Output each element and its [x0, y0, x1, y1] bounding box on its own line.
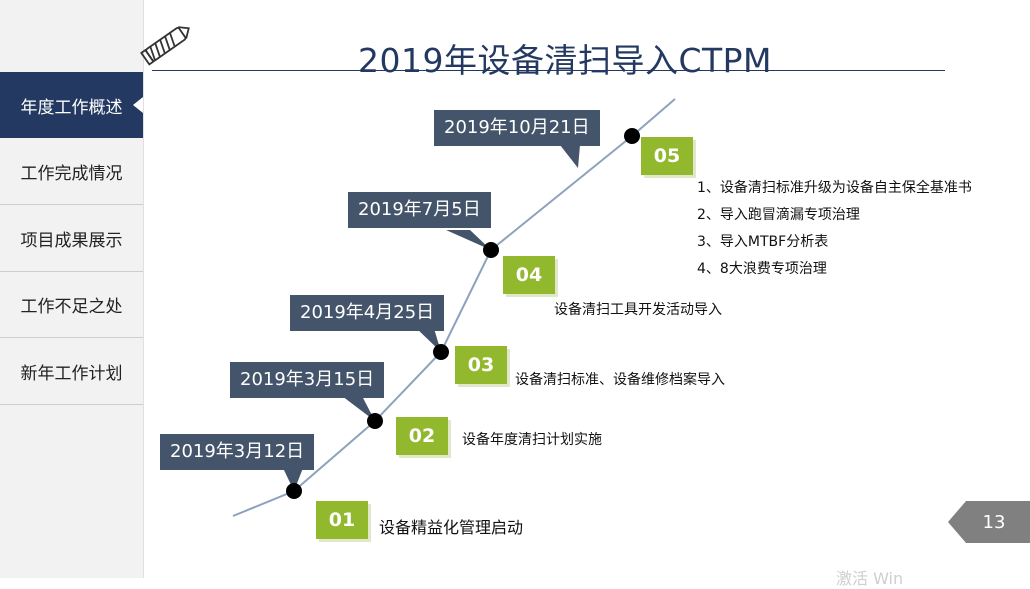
- milestone-desc-3: 设备清扫标准、设备维修档案导入: [515, 372, 725, 388]
- desc-list-item: 2、导入跑冒滴漏专项治理: [697, 207, 860, 223]
- milestone-dot-2: [367, 413, 383, 429]
- active-indicator-arrow-icon: [133, 97, 143, 113]
- callout-tail-3: [413, 325, 441, 352]
- sidebar-item-label: 年度工作概述: [20, 97, 123, 118]
- sidebar-item-completion[interactable]: 工作完成情况: [0, 139, 143, 205]
- sidebar-item-label: 工作不足之处: [20, 297, 123, 317]
- sidebar-item-shortcomings[interactable]: 工作不足之处: [0, 272, 143, 338]
- milestone-date-3: 2019年4月25日: [290, 295, 445, 331]
- page-number: 13: [982, 511, 1006, 533]
- desc-list-item: 4、8大浪费专项治理: [697, 261, 827, 277]
- sidebar-item-label: 工作完成情况: [20, 164, 123, 184]
- milestone-number-4: 04: [503, 256, 555, 294]
- sidebar-item-label: 新年工作计划: [20, 364, 123, 384]
- milestone-dot-1: [286, 483, 302, 499]
- milestone-date-2: 2019年3月15日: [230, 362, 385, 398]
- milestone-dot-5: [624, 128, 640, 144]
- callout-tail-4: [446, 230, 491, 250]
- page-number-badge: 13: [948, 501, 1030, 543]
- milestone-desc-list-5: 1、设备清扫标准升级为设备自主保全基准书 2、导入跑冒滴漏专项治理 3、导入MT…: [697, 175, 972, 283]
- milestone-dot-3: [433, 344, 449, 360]
- callout-tail-2: [342, 396, 375, 421]
- milestone-desc-4: 设备清扫工具开发活动导入: [554, 302, 722, 318]
- milestone-number-5: 05: [641, 137, 693, 175]
- sidebar-item-new-year-plan[interactable]: 新年工作计划: [0, 339, 143, 405]
- page-title: 2019年设备清扫导入CTPM: [357, 41, 773, 80]
- title-underline: [152, 70, 945, 71]
- milestone-desc-2: 设备年度清扫计划实施: [462, 432, 602, 448]
- milestone-date-4: 2019年7月5日: [348, 192, 491, 228]
- desc-list-item: 3、导入MTBF分析表: [697, 234, 829, 250]
- callout-tail-5: [560, 145, 580, 168]
- milestone-number-1: 01: [316, 501, 368, 539]
- sidebar-item-label: 项目成果展示: [20, 231, 123, 251]
- milestone-number-3: 03: [455, 346, 507, 384]
- milestone-date-5: 2019年10月21日: [434, 110, 600, 146]
- milestone-number-2: 02: [396, 417, 448, 455]
- sidebar: 年度工作概述 工作完成情况 项目成果展示 工作不足之处 新年工作计划: [0, 0, 144, 578]
- milestone-desc-1: 设备精益化管理启动: [379, 518, 524, 537]
- activation-watermark: 激活 Win: [836, 569, 904, 588]
- pencil-icon: [140, 26, 190, 66]
- milestone-dot-4: [483, 242, 499, 258]
- sidebar-item-annual-overview[interactable]: 年度工作概述: [0, 72, 143, 138]
- desc-list-item: 1、设备清扫标准升级为设备自主保全基准书: [697, 180, 972, 196]
- callout-tail-1: [283, 468, 303, 491]
- milestone-date-1: 2019年3月12日: [160, 434, 315, 470]
- sidebar-item-results[interactable]: 项目成果展示: [0, 206, 143, 272]
